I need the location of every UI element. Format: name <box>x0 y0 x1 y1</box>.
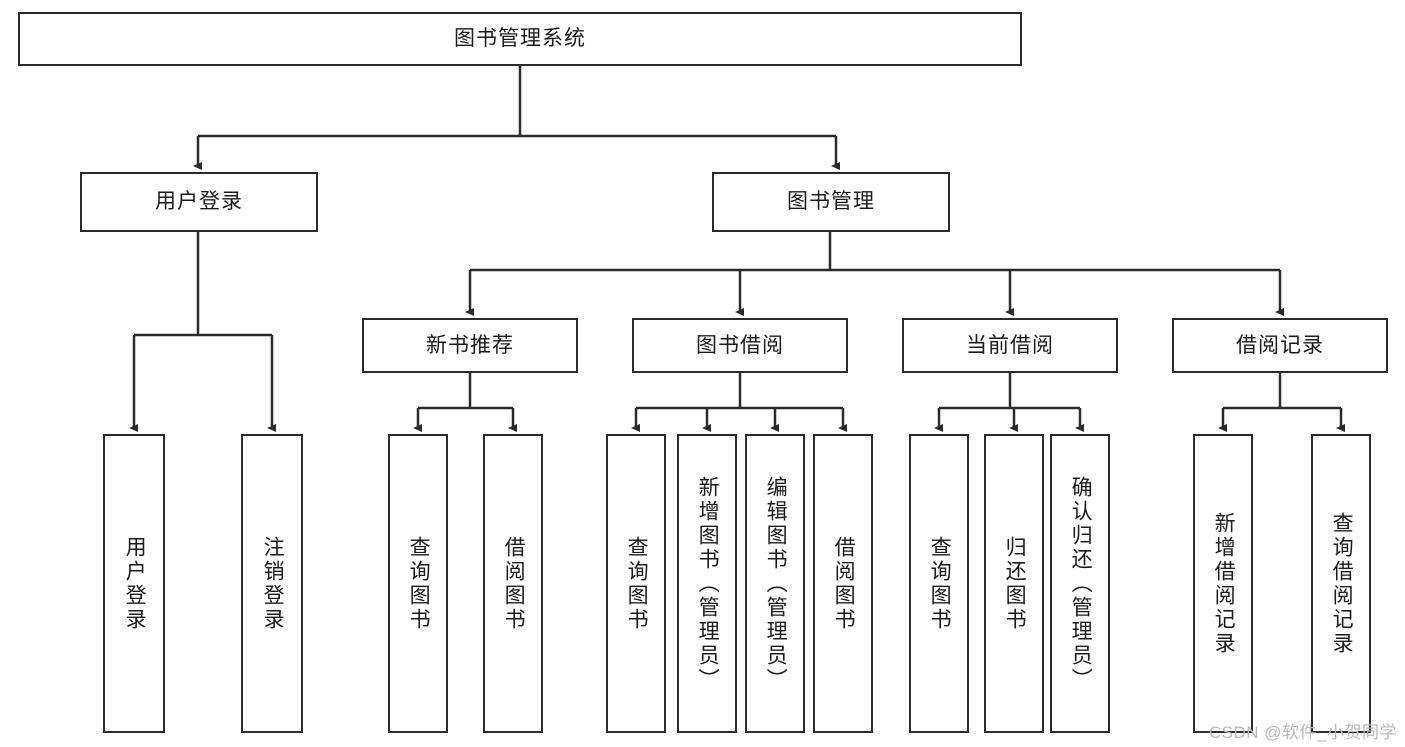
node-leaf-query-book-2[interactable]: 查询图书 <box>606 434 666 733</box>
node-user-login[interactable]: 用户登录 <box>80 172 318 232</box>
node-label: 查询图书 <box>928 535 952 632</box>
watermark: CSDN @软件_小贺同学 <box>1208 723 1397 742</box>
node-label: 查询借阅记录 <box>1330 511 1354 656</box>
node-leaf-confirm-return-admin[interactable]: 确认归还（管理员） <box>1050 434 1110 733</box>
node-label: 当前借阅 <box>966 333 1054 357</box>
node-label: 查询图书 <box>625 535 649 632</box>
node-book-borrow[interactable]: 图书借阅 <box>632 318 848 373</box>
node-label: 用户登录 <box>123 535 147 632</box>
node-borrow-record[interactable]: 借阅记录 <box>1172 318 1388 373</box>
node-label: 归还图书 <box>1003 535 1027 632</box>
node-leaf-query-borrow-record[interactable]: 查询借阅记录 <box>1311 434 1371 733</box>
node-book-management-system[interactable]: 图书管理系统 <box>18 12 1022 66</box>
node-label: 新增借阅记录 <box>1212 511 1236 656</box>
node-label: 注销登录 <box>261 535 285 632</box>
node-label: 编辑图书（管理员） <box>764 475 788 692</box>
node-label: 查询图书 <box>407 535 431 632</box>
node-label: 图书管理 <box>787 190 875 214</box>
node-label: 借阅图书 <box>502 535 526 632</box>
node-leaf-borrow-book-1[interactable]: 借阅图书 <box>483 434 543 733</box>
node-leaf-add-book-admin[interactable]: 新增图书（管理员） <box>677 434 737 733</box>
node-leaf-query-book-3[interactable]: 查询图书 <box>909 434 969 733</box>
node-leaf-return-book[interactable]: 归还图书 <box>984 434 1044 733</box>
node-leaf-borrow-book-2[interactable]: 借阅图书 <box>813 434 873 733</box>
node-book-management[interactable]: 图书管理 <box>712 172 950 232</box>
node-label: 新增图书（管理员） <box>696 475 720 692</box>
node-label: 图书管理系统 <box>454 27 586 51</box>
node-label: 图书借阅 <box>696 333 784 357</box>
node-label: 新书推荐 <box>426 333 514 357</box>
node-current-borrow[interactable]: 当前借阅 <box>902 318 1118 373</box>
node-new-book-recommend[interactable]: 新书推荐 <box>362 318 578 373</box>
node-leaf-query-book-1[interactable]: 查询图书 <box>388 434 448 733</box>
node-label: 借阅记录 <box>1236 333 1324 357</box>
node-label: 用户登录 <box>155 190 243 214</box>
node-label: 确认归还（管理员） <box>1069 475 1093 692</box>
node-leaf-edit-book-admin[interactable]: 编辑图书（管理员） <box>745 434 805 733</box>
node-leaf-add-borrow-record[interactable]: 新增借阅记录 <box>1193 434 1253 733</box>
node-leaf-logout-login[interactable]: 注销登录 <box>241 434 303 733</box>
node-label: 借阅图书 <box>832 535 856 632</box>
node-leaf-user-login[interactable]: 用户登录 <box>103 434 165 733</box>
